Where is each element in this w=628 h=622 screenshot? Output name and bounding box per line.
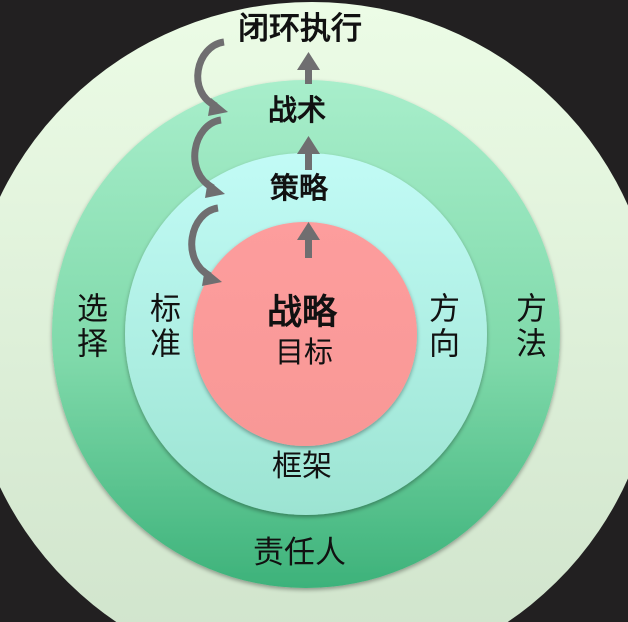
label-choice: 选择	[71, 292, 107, 362]
label-goals: 目标	[275, 335, 334, 369]
label-framework: 框架	[272, 449, 332, 484]
core-circle	[193, 222, 417, 446]
curved-arrowhead-icon	[202, 98, 228, 286]
label-tactics: 战术	[268, 93, 327, 127]
label-policy: 策略	[270, 171, 329, 205]
up-arrow-icon	[297, 222, 320, 258]
up-arrow-icon	[297, 136, 320, 170]
curved-arrow-icon	[188, 38, 225, 280]
label-strategy: 战略	[267, 293, 338, 333]
label-method: 方法	[510, 292, 546, 362]
label-standard: 标准	[144, 292, 180, 362]
label-closed-loop-execution: 闭环执行	[238, 11, 362, 47]
label-owner: 责任人	[253, 535, 346, 571]
label-direction: 方向	[423, 292, 459, 362]
up-arrow-icon	[297, 52, 320, 84]
